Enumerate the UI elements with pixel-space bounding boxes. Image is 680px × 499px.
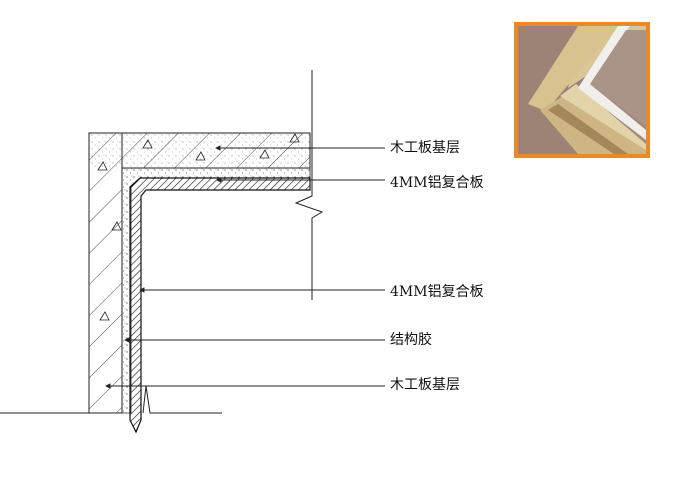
break-line bbox=[294, 70, 324, 300]
leader-lines bbox=[104, 145, 385, 389]
structural-glue-layer bbox=[121, 167, 311, 414]
label-structural-glue: 结构胶 bbox=[390, 332, 432, 348]
aluminum-composite-panel bbox=[129, 177, 311, 434]
label-side-wood-base: 木工板基层 bbox=[390, 377, 460, 393]
label-top-wood-base: 木工板基层 bbox=[390, 140, 460, 156]
floor-line bbox=[0, 385, 222, 414]
label-top-aluminum-panel: 4MM铝复合板 bbox=[390, 175, 484, 191]
wood-base-layer bbox=[88, 132, 311, 414]
label-side-aluminum-panel: 4MM铝复合板 bbox=[390, 284, 484, 300]
plywood-corner-photo bbox=[514, 22, 650, 158]
